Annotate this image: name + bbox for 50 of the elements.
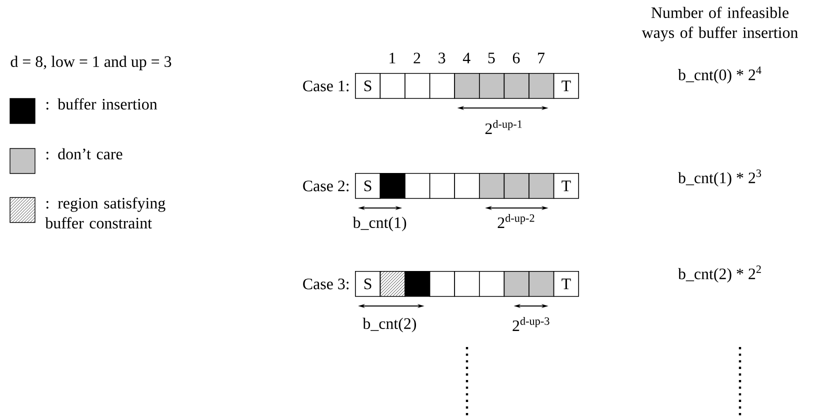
- cell-number: 3: [438, 52, 446, 64]
- grid-cell: [504, 271, 530, 297]
- cell-number: 2: [414, 52, 420, 64]
- count-formula: 2$^{d-up-2}$: [498, 214, 534, 228]
- grid-cell: [429, 73, 455, 99]
- grid-cell: [454, 271, 480, 297]
- grid-cell: [380, 73, 406, 99]
- cell-number: 5: [488, 52, 495, 64]
- count-formula: b_cnt(1): [352, 216, 406, 232]
- legend-text: : region satisfying buffer constraint: [45, 197, 166, 228]
- grid-cell: [479, 271, 505, 297]
- grid-cell: S: [355, 271, 381, 297]
- cell-number: 1: [390, 52, 396, 64]
- count-formula: 2$^{d-up-3}$: [512, 317, 550, 331]
- grid-cell: T: [553, 173, 579, 199]
- grid-cell: [380, 173, 406, 199]
- column-heading: Number of infeasible ways of buffer insertion: [642, 6, 798, 42]
- grid-cell: T: [553, 73, 579, 99]
- cell-number: 7: [538, 52, 545, 64]
- grid-cell: T: [553, 271, 579, 297]
- grid-cell: [454, 173, 480, 199]
- parameter-text: d = 8, low = 1 and up = 3: [10, 56, 172, 70]
- grid-cell: [504, 173, 530, 199]
- grid-cell: [404, 173, 430, 199]
- grid-cell: [528, 173, 554, 199]
- legend-text: : buffer insertion: [46, 98, 158, 110]
- cell-number: 6: [512, 52, 520, 64]
- grid-cell: [404, 73, 430, 99]
- grid-cell: S: [355, 73, 381, 99]
- grid-cell: [479, 173, 505, 199]
- legend-text: : don’t care: [46, 148, 122, 160]
- grid-cell: [429, 271, 455, 297]
- grid-cell: [429, 173, 455, 199]
- grid-cell: S: [355, 173, 381, 199]
- count-formula: 2$^{d-up-1}$: [485, 120, 522, 134]
- count-formula: b_cnt(2): [362, 318, 416, 332]
- cell-number: 4: [462, 52, 470, 64]
- count-formula: b_cnt(2) * 2$^{2}$: [678, 266, 761, 283]
- grid-cell: [528, 73, 554, 99]
- grid-cell: [404, 271, 430, 297]
- count-formula: b_cnt(1) * 2$^{3}$: [678, 170, 762, 187]
- grid-cell: [528, 271, 554, 297]
- count-formula: b_cnt(0) * 2$^{4}$: [678, 66, 762, 84]
- grid-cell: [380, 271, 406, 297]
- grid-cell: [479, 73, 505, 99]
- case-label: Case 1:: [303, 80, 349, 92]
- grid-cell: [504, 73, 530, 99]
- grid-cell: [454, 73, 480, 99]
- case-label: Case 2:: [303, 180, 349, 192]
- case-label: Case 3:: [303, 278, 349, 290]
